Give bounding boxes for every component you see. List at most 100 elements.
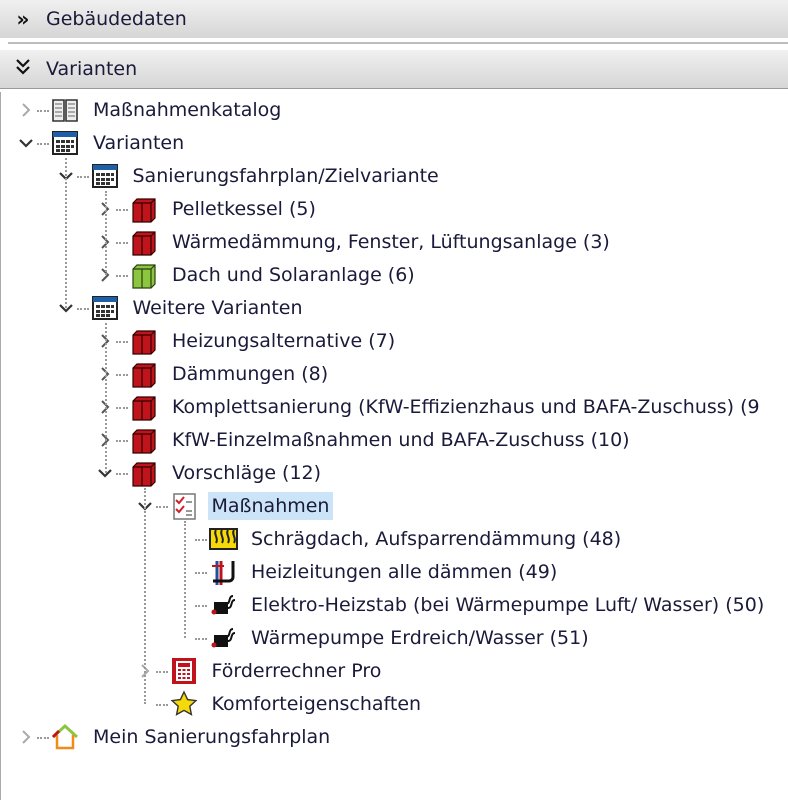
tree-item-mein-sanierungsfahrplan[interactable]: Mein Sanierungsfahrplan (1, 722, 788, 752)
chevron-right-icon[interactable] (95, 260, 115, 290)
chevron-right-icon[interactable] (16, 722, 36, 752)
tree-item-massnahmen[interactable]: Maßnahmen (1, 491, 788, 521)
tree-item-dach-und-solaranlage-6[interactable]: Dach und Solaranlage (6) (1, 260, 788, 290)
tree-item-label: Schrägdach, Aufsparrendämmung (48) (251, 528, 622, 550)
tree-item-label: Förderrechner Pro (211, 660, 382, 682)
tree-guide-line (144, 488, 146, 704)
tree-item-kfw-einzelmassnahmen-und-bafa-zuschuss-10[interactable]: KfW-Einzelmaßnahmen und BAFA-Zuschuss (1… (1, 425, 788, 455)
tree-item-label: Maßnahmenkatalog (93, 99, 282, 121)
chevron-right-icon[interactable] (16, 95, 36, 125)
tree-item-label: Wärmedämmung, Fenster, Lüftungsanlage (3… (172, 231, 610, 253)
tree-item-komplettsanierung-kfw-effizienzhaus-und-bafa-zuschuss-9[interactable]: Komplettsanierung (KfW-Effizienzhaus und… (1, 392, 788, 422)
tree-item-label: Mein Sanierungsfahrplan (93, 726, 331, 748)
tree-item-label: Maßnahmen (207, 492, 334, 520)
star-icon (169, 689, 199, 719)
chevron-right-icon[interactable] (95, 392, 115, 422)
tree-item-massnahmenkatalog[interactable]: Maßnahmenkatalog (1, 95, 788, 125)
chevron-right-icon[interactable] (135, 656, 155, 686)
tree-connector (116, 440, 128, 442)
tree-item-label: Elektro-Heizstab (bei Wärmepumpe Luft/ W… (251, 594, 765, 616)
calendar-icon (50, 128, 80, 158)
red-box-icon (129, 425, 159, 455)
red-box-icon (129, 359, 159, 389)
tree-item-pelletkessel-5[interactable]: Pelletkessel (5) (1, 194, 788, 224)
tree-connector (76, 176, 89, 178)
tree-item-label: Dach und Solaranlage (6) (172, 264, 415, 286)
tree-connector (195, 638, 207, 640)
tree-item-varianten[interactable]: Varianten (1, 128, 788, 158)
tree-item-label: Dämmungen (8) (172, 363, 329, 385)
tree-item-label: KfW-Einzelmaßnahmen und BAFA-Zuschuss (1… (172, 429, 630, 451)
book-icon (50, 95, 80, 125)
tree-connector (195, 572, 207, 574)
tree-item-schraegdach-aufsparrendaemmung-48[interactable]: Schrägdach, Aufsparrendämmung (48) (1, 524, 788, 554)
tree-connector (155, 704, 168, 706)
chevron-right-icon[interactable] (95, 359, 115, 389)
calculator-icon (169, 656, 199, 686)
tree-item-label: Sanierungsfahrplan/Zielvariante (132, 165, 439, 187)
heater-icon (208, 623, 238, 653)
green-box-icon (129, 260, 159, 290)
tree-item-daemmungen-8[interactable]: Dämmungen (8) (1, 359, 788, 389)
tree-item-waermedaemmung-fenster-lueftungsanlage-3[interactable]: Wärmedämmung, Fenster, Lüftungsanlage (3… (1, 227, 788, 257)
tree-item-label: Heizungsalternative (7) (172, 330, 396, 352)
tree-connector (116, 374, 128, 376)
checklist-icon (169, 491, 199, 521)
tree-item-vorschlaege-12[interactable]: Vorschläge (12) (1, 458, 788, 488)
tree-connector (116, 242, 128, 244)
chevron-down-icon[interactable] (56, 293, 76, 323)
tree-guide-line (65, 158, 67, 308)
tree-connector (155, 506, 168, 508)
tree-item-heizungsalternative-7[interactable]: Heizungsalternative (7) (1, 326, 788, 356)
tree-item-komforteigenschaften[interactable]: Komforteigenschaften (1, 689, 788, 719)
red-box-icon (129, 392, 159, 422)
tree-connector (195, 539, 207, 541)
tree-item-weitere-varianten[interactable]: Weitere Varianten (1, 293, 788, 323)
panel-header-label: Gebäudedaten (46, 8, 187, 30)
panel-header-gebaeudedaten[interactable]: » Gebäudedaten (0, 0, 788, 38)
chevron-right-icon[interactable] (95, 326, 115, 356)
tree-item-label: Pelletkessel (5) (172, 198, 316, 220)
tree-item-foerderrechner-pro[interactable]: Förderrechner Pro (1, 656, 788, 686)
tree-connector (116, 341, 128, 343)
tree-item-label: Vorschläge (12) (172, 462, 322, 484)
pipes-icon (208, 557, 238, 587)
tree-connector (76, 308, 89, 310)
tree-item-label: Wärmepumpe Erdreich/Wasser (51) (251, 627, 589, 649)
tree-connector (116, 209, 128, 211)
tree-item-label: Weitere Varianten (132, 297, 303, 319)
tree-connector (195, 605, 207, 607)
tree-connector (116, 275, 128, 277)
chevron-down-icon[interactable] (95, 458, 115, 488)
house-icon (50, 722, 80, 752)
tree-item-sanierungsfahrplan-zielvariante[interactable]: Sanierungsfahrplan/Zielvariante (1, 161, 788, 191)
double-chevron-down-icon (0, 57, 46, 81)
calendar-icon (90, 293, 120, 323)
chevron-down-icon[interactable] (16, 128, 36, 158)
panel-divider[interactable] (8, 42, 788, 44)
panel-header-varianten[interactable]: Varianten (0, 50, 788, 89)
tree-connector (116, 407, 128, 409)
tree-item-label: Varianten (93, 132, 185, 154)
red-box-icon (129, 227, 159, 257)
tree-item-waermepumpe-erdreich-wasser-51[interactable]: Wärmepumpe Erdreich/Wasser (51) (1, 623, 788, 653)
heater-icon (208, 590, 238, 620)
chevron-right-icon[interactable] (95, 227, 115, 257)
chevron-right-icon[interactable] (95, 425, 115, 455)
tree-guide-line (104, 323, 107, 473)
tree-item-label: Heizleitungen alle dämmen (49) (251, 561, 558, 583)
tree-item-label: Komplettsanierung (KfW-Effizienzhaus und… (172, 396, 760, 418)
tree-guide-line (104, 191, 107, 275)
red-box-icon (129, 326, 159, 356)
tree-connector (155, 671, 168, 673)
tree-connector (37, 737, 49, 739)
panel-header-label: Varianten (46, 58, 138, 80)
tree-item-heizleitungen-alle-daemmen-49[interactable]: Heizleitungen alle dämmen (49) (1, 557, 788, 587)
tree-item-label: Komforteigenschaften (211, 693, 422, 715)
tree-connector (37, 110, 49, 112)
red-box-icon (129, 194, 159, 224)
insulation-icon (208, 524, 238, 554)
chevron-right-icon[interactable] (95, 194, 115, 224)
tree-item-elektro-heizstab-bei-waermepumpe-luft-wasser-50[interactable]: Elektro-Heizstab (bei Wärmepumpe Luft/ W… (1, 590, 788, 620)
